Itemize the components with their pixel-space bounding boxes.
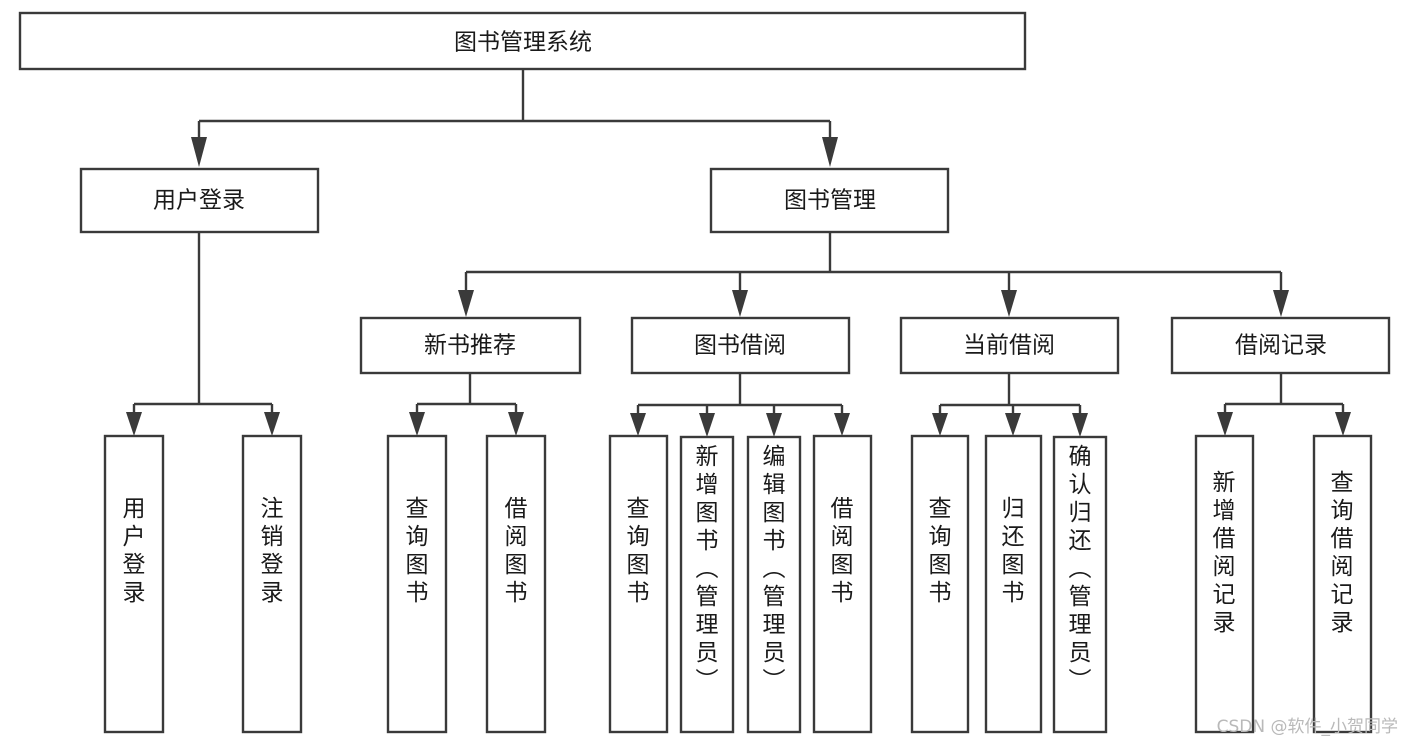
node-leaf-add-borrow-record[interactable]: 新增借阅记录 xyxy=(1194,434,1255,734)
arrow-head-leaf-user-logout xyxy=(264,412,280,436)
node-leaf-query-borrow-record[interactable]: 查询借阅记录 xyxy=(1312,434,1373,734)
node-user-login[interactable]: 用户登录 xyxy=(79,167,320,234)
arrow-head-book-borrow xyxy=(732,290,748,317)
node-leaf-query-book-current-box xyxy=(910,434,970,734)
node-leaf-borrow-book-borrow-label: 借阅图书 xyxy=(831,496,854,606)
node-leaf-add-book-admin-label: 新增图书︵管理员︶ xyxy=(696,444,719,694)
node-new-book-recommend-box xyxy=(359,316,582,375)
node-leaf-edit-book-admin[interactable]: 编辑图书︵管理员︶ xyxy=(746,435,802,734)
node-leaf-confirm-return-admin-box xyxy=(1052,435,1108,734)
node-root-label: 图书管理系统 xyxy=(454,30,592,56)
node-leaf-add-borrow-record-label: 新增借阅记录 xyxy=(1213,470,1236,636)
node-user-login-label: 用户登录 xyxy=(153,188,245,214)
node-current-borrow-box xyxy=(899,316,1120,375)
node-current-borrow[interactable]: 当前借阅 xyxy=(899,316,1120,375)
node-leaf-edit-book-admin-label: 编辑图书︵管理员︶ xyxy=(763,444,786,694)
node-root[interactable]: 图书管理系统 xyxy=(18,11,1027,71)
arrow-head-leaf-query-book-recommend xyxy=(409,412,425,436)
node-leaf-query-book-borrow-box xyxy=(608,434,669,734)
node-leaf-add-borrow-record-box xyxy=(1194,434,1255,734)
node-book-management-label: 图书管理 xyxy=(784,188,876,214)
arrow-head-leaf-edit-book-admin xyxy=(766,413,782,437)
arrow-head-leaf-borrow-book-recommend xyxy=(508,412,524,436)
node-leaf-query-borrow-record-box xyxy=(1312,434,1373,734)
node-leaf-query-book-recommend-box xyxy=(386,434,448,734)
node-borrow-record-label: 借阅记录 xyxy=(1235,333,1327,359)
arrow-head-leaf-query-book-borrow xyxy=(630,413,646,436)
arrow-head-book-management xyxy=(822,137,838,167)
node-leaf-borrow-book-borrow-box xyxy=(812,434,873,734)
node-leaf-query-book-recommend-label: 查询图书 xyxy=(406,496,429,606)
arrow-head-leaf-query-book-current xyxy=(932,413,948,436)
node-book-borrow[interactable]: 图书借阅 xyxy=(630,316,851,375)
arrow-head-leaf-confirm-return-admin xyxy=(1072,413,1088,437)
arrow-head-leaf-return-book xyxy=(1005,413,1021,436)
node-new-book-recommend-label: 新书推荐 xyxy=(424,333,516,359)
node-leaf-borrow-book-recommend-box xyxy=(485,434,547,734)
node-leaf-user-logout-label: 注销登录 xyxy=(261,496,284,606)
arrow-head-new-book-recommend xyxy=(458,290,474,317)
node-leaf-user-login-box xyxy=(103,434,165,734)
node-root-box xyxy=(18,11,1027,71)
node-user-login-box xyxy=(79,167,320,234)
node-leaf-query-book-current[interactable]: 查询图书 xyxy=(910,434,970,734)
node-leaf-add-book-admin[interactable]: 新增图书︵管理员︶ xyxy=(679,435,735,734)
node-borrow-record[interactable]: 借阅记录 xyxy=(1170,316,1391,375)
arrow-head-leaf-borrow-book-borrow xyxy=(834,413,850,436)
node-borrow-record-box xyxy=(1170,316,1391,375)
node-leaf-user-login-label: 用户登录 xyxy=(123,496,146,606)
node-leaf-confirm-return-admin-label: 确认归还︵管理员︶ xyxy=(1069,444,1092,694)
node-leaf-add-book-admin-box xyxy=(679,435,735,734)
node-leaf-user-logout[interactable]: 注销登录 xyxy=(241,434,303,734)
arrow-head-user-login xyxy=(191,137,207,167)
node-leaf-query-book-borrow-label: 查询图书 xyxy=(627,496,650,606)
node-leaf-borrow-book-recommend-label: 借阅图书 xyxy=(505,496,528,606)
arrow-head-leaf-add-book-admin xyxy=(699,413,715,437)
arrow-head-leaf-query-borrow-record xyxy=(1335,412,1351,436)
arrow-head-leaf-add-borrow-record xyxy=(1217,412,1233,436)
node-leaf-edit-book-admin-box xyxy=(746,435,802,734)
node-leaf-query-book-current-label: 查询图书 xyxy=(929,496,952,606)
node-book-borrow-label: 图书借阅 xyxy=(694,333,786,359)
connector-layer xyxy=(126,69,1351,437)
node-leaf-query-borrow-record-label: 查询借阅记录 xyxy=(1331,470,1354,636)
node-leaf-borrow-book-borrow[interactable]: 借阅图书 xyxy=(812,434,873,734)
arrow-head-leaf-user-login xyxy=(126,412,142,436)
node-leaf-query-book-borrow[interactable]: 查询图书 xyxy=(608,434,669,734)
arrow-head-borrow-record xyxy=(1273,290,1289,317)
node-leaf-confirm-return-admin[interactable]: 确认归还︵管理员︶ xyxy=(1052,435,1108,734)
node-leaf-query-book-recommend[interactable]: 查询图书 xyxy=(386,434,448,734)
node-leaf-user-logout-box xyxy=(241,434,303,734)
node-leaf-return-book-box xyxy=(984,434,1043,734)
csdn-watermark: CSDN @软件_小贺同学 xyxy=(1217,717,1398,737)
node-book-borrow-box xyxy=(630,316,851,375)
node-new-book-recommend[interactable]: 新书推荐 xyxy=(359,316,582,375)
node-leaf-return-book-label: 归还图书 xyxy=(1002,496,1025,606)
node-leaf-user-login[interactable]: 用户登录 xyxy=(103,434,165,734)
node-current-borrow-label: 当前借阅 xyxy=(963,333,1055,359)
node-book-management-box xyxy=(709,167,950,234)
arrow-head-current-borrow xyxy=(1001,290,1017,317)
node-leaf-borrow-book-recommend[interactable]: 借阅图书 xyxy=(485,434,547,734)
node-book-management[interactable]: 图书管理 xyxy=(709,167,950,234)
node-leaf-return-book[interactable]: 归还图书 xyxy=(984,434,1043,734)
